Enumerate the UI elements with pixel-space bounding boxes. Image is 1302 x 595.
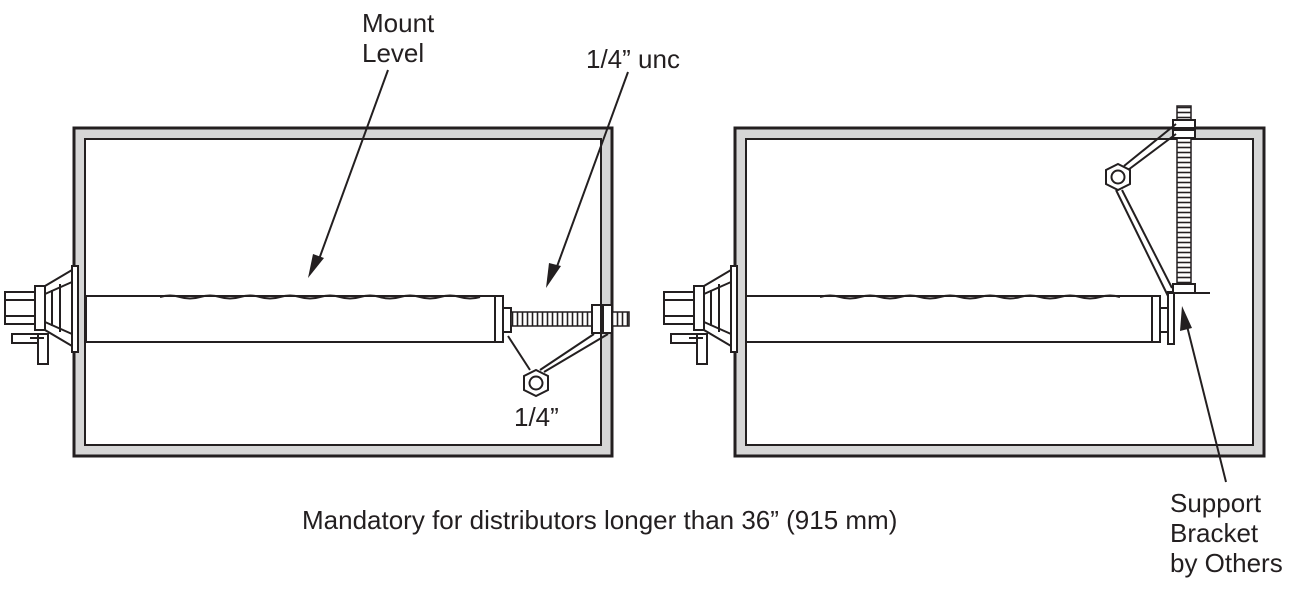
right-distributor-tube (745, 294, 1169, 343)
left-threaded-rod (502, 304, 630, 334)
mandatory-note: Mandatory for distributors longer than 3… (302, 505, 898, 535)
support-bracket-leader (1180, 306, 1227, 483)
mount-level-leader (308, 69, 389, 278)
right-nut-leaders (1115, 123, 1177, 297)
right-duct-frame (733, 126, 1266, 458)
left-nut-leaders (507, 333, 609, 373)
left-distributor-tube (85, 294, 504, 343)
left-hex-nut-icon (523, 368, 549, 398)
right-threaded-rod (1172, 105, 1196, 294)
right-view (663, 105, 1266, 483)
left-distributor-head (4, 265, 79, 365)
mount-level-label: Mount Level (362, 8, 435, 68)
left-view (4, 69, 630, 458)
left-duct-frame (72, 126, 614, 458)
thread-spec-leader (546, 71, 629, 288)
right-hex-nut-icon (1105, 162, 1131, 192)
support-bracket-label: Support Bracket by Others (1170, 488, 1283, 578)
thread-spec-label: 1/4” unc (586, 44, 680, 74)
right-distributor-head (663, 265, 738, 365)
nut-size-label: 1/4” (514, 402, 559, 432)
